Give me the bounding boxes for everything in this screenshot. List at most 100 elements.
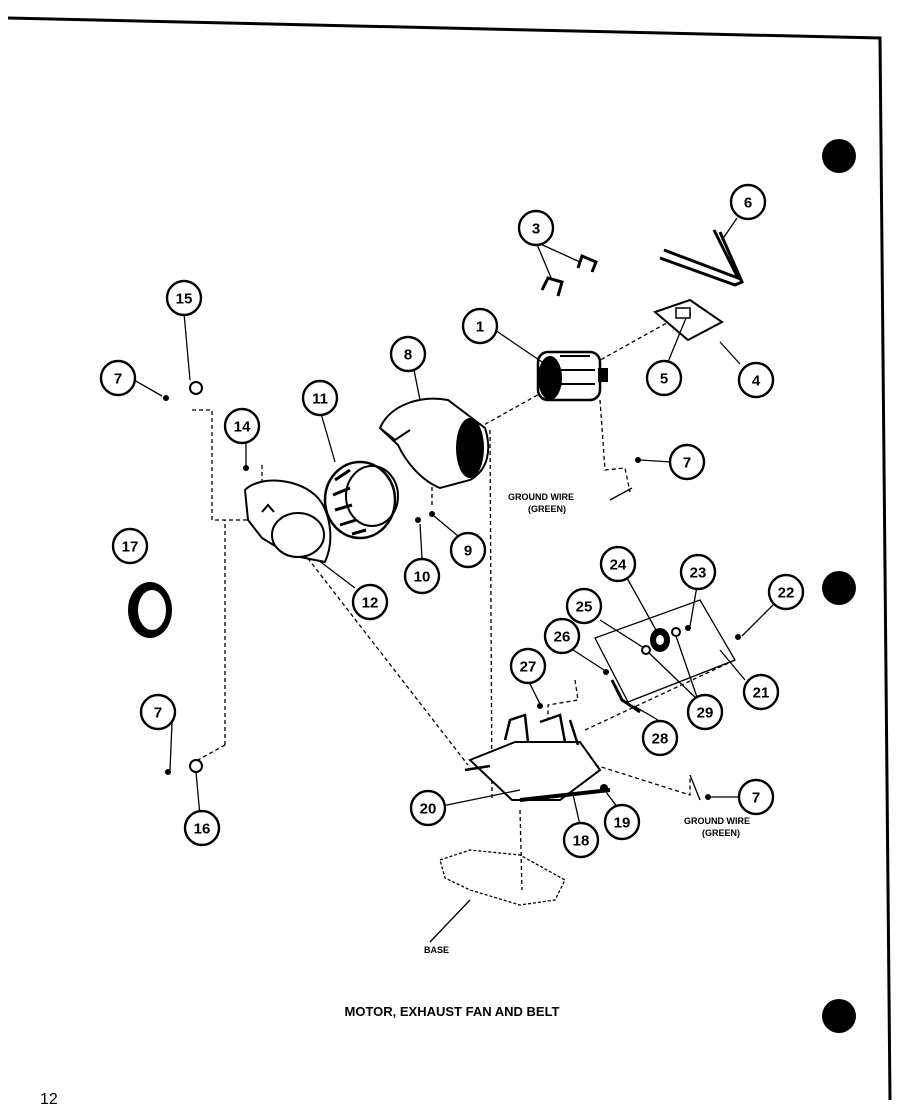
callout-5: 5 <box>645 359 683 397</box>
callout-16: 16 <box>183 809 221 847</box>
callout-8: 8 <box>389 335 427 373</box>
callout-circle <box>742 673 780 711</box>
callout-12: 12 <box>351 583 389 621</box>
callout-number: 29 <box>697 705 714 722</box>
fan-housing-part <box>378 397 490 490</box>
callout-7: 7 <box>99 359 137 397</box>
callout-circle <box>562 821 600 859</box>
callout-1: 1 <box>461 307 499 345</box>
callout-9: 9 <box>449 531 487 569</box>
callout-circle <box>183 809 221 847</box>
callout-20: 20 <box>409 789 447 827</box>
callout-circle <box>139 693 177 731</box>
callout-layer: 1 3 4 5 6 7 7 7 7 8 9 10 11 12 14 15 16 17 18 19 20 21 22 23 24 2… <box>99 183 805 859</box>
callout-number: 7 <box>154 705 162 722</box>
callout-circle <box>668 443 706 481</box>
callout-number: 6 <box>744 195 752 212</box>
callout-number: 23 <box>690 565 707 582</box>
diagram-title: MOTOR, EXHAUST FAN AND BELT <box>345 1004 560 1019</box>
callout-circle <box>509 647 547 685</box>
callout-number: 16 <box>194 821 211 838</box>
callout-number: 20 <box>420 801 437 818</box>
callout-7: 7 <box>139 693 177 731</box>
callout-3: 3 <box>517 209 555 247</box>
ground-wire-color-label-2: (GREEN) <box>702 828 740 838</box>
callout-number: 7 <box>683 455 691 472</box>
callout-number: 15 <box>176 291 193 308</box>
ground-wire-leader-1 <box>609 487 633 501</box>
base-part <box>429 849 566 943</box>
idler-bracket-outline <box>594 599 736 703</box>
callout-circle <box>223 407 261 445</box>
binder-hole-bottom <box>822 999 856 1033</box>
fan-cover-part <box>243 479 332 564</box>
callout-25: 25 <box>565 587 603 625</box>
binder-hole-top <box>822 139 856 173</box>
callout-circle <box>599 545 637 583</box>
callout-15: 15 <box>165 279 203 317</box>
callout-circle <box>565 587 603 625</box>
callout-number: 5 <box>660 371 668 388</box>
callout-circle <box>517 209 555 247</box>
callout-circle <box>729 183 767 221</box>
callout-22: 22 <box>767 573 805 611</box>
callout-circle <box>389 335 427 373</box>
callout-27: 27 <box>509 647 547 685</box>
page-number: 12 <box>40 1091 58 1108</box>
callout-number: 18 <box>573 833 590 850</box>
callout-circle <box>543 617 581 655</box>
callout-4: 4 <box>737 361 775 399</box>
callout-21: 21 <box>742 673 780 711</box>
callout-number: 21 <box>753 685 770 702</box>
callout-7: 7 <box>668 443 706 481</box>
callout-number: 27 <box>520 659 537 676</box>
callout-circle <box>301 379 339 417</box>
base-label: BASE <box>424 945 449 955</box>
callout-6: 6 <box>729 183 767 221</box>
callout-circle <box>737 778 775 816</box>
callout-23: 23 <box>679 553 717 591</box>
callout-circle <box>737 361 775 399</box>
callout-7: 7 <box>737 778 775 816</box>
callout-14: 14 <box>223 407 261 445</box>
clips-part <box>535 241 598 297</box>
callout-circle <box>111 527 149 565</box>
callout-number: 19 <box>614 815 631 832</box>
callout-10: 10 <box>403 557 441 595</box>
callout-number: 14 <box>234 419 251 436</box>
callout-number: 8 <box>404 347 412 364</box>
page-border <box>7 16 892 1101</box>
callout-circle <box>165 279 203 317</box>
ground-wire-color-label-1: (GREEN) <box>528 504 566 514</box>
callout-number: 24 <box>610 557 627 574</box>
callout-circle <box>767 573 805 611</box>
callout-number: 7 <box>114 371 122 388</box>
ground-wire-leader-2 <box>689 774 701 801</box>
callout-circle <box>409 789 447 827</box>
callout-leaders <box>133 217 774 826</box>
callout-number: 11 <box>312 391 328 408</box>
pulley-bracket-part <box>653 298 724 342</box>
callout-number: 9 <box>464 543 472 560</box>
callout-24: 24 <box>599 545 637 583</box>
callout-circle <box>403 557 441 595</box>
ground-wire-label-1: GROUND WIRE <box>508 492 574 502</box>
assembly-lines <box>192 309 736 891</box>
callout-26: 26 <box>543 617 581 655</box>
callout-circle <box>351 583 389 621</box>
callout-circle <box>603 803 641 841</box>
blower-wheel-part <box>323 460 399 540</box>
callout-17: 17 <box>111 527 149 565</box>
callout-number: 10 <box>414 569 431 586</box>
binder-hole-middle <box>822 571 856 605</box>
callout-circle <box>645 359 683 397</box>
callout-number: 12 <box>362 595 379 612</box>
idler-arm-part <box>610 679 641 714</box>
callout-number: 26 <box>554 629 571 646</box>
callout-circle <box>99 359 137 397</box>
callout-circle <box>461 307 499 345</box>
motor-part <box>536 350 608 402</box>
callout-number: 7 <box>752 790 760 807</box>
callout-11: 11 <box>301 379 339 417</box>
